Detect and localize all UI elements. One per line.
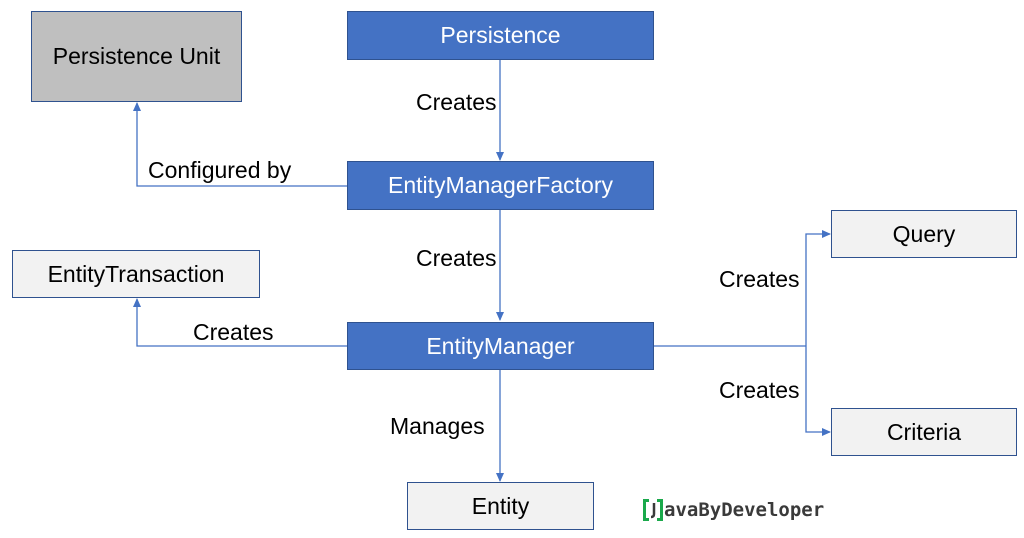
label-configured-by: Configured by bbox=[148, 157, 292, 183]
node-criteria: Criteria bbox=[831, 408, 1017, 456]
node-query-label: Query bbox=[892, 220, 956, 247]
node-entity-manager-factory: EntityManagerFactory bbox=[347, 161, 654, 210]
node-entity-manager-label: EntityManager bbox=[426, 332, 575, 359]
node-criteria-label: Criteria bbox=[886, 418, 962, 445]
label-persistence-creates: Creates bbox=[416, 89, 497, 115]
logo-text: avaByDeveloper bbox=[664, 499, 825, 521]
java-bracket-logo-icon bbox=[643, 499, 663, 521]
edge-branch-to-criteria bbox=[805, 346, 831, 436]
node-entity: Entity bbox=[407, 482, 594, 530]
label-criteria-creates: Creates bbox=[719, 377, 800, 403]
node-entity-transaction: EntityTransaction bbox=[12, 250, 260, 298]
node-persistence: Persistence bbox=[347, 11, 654, 60]
label-query-creates: Creates bbox=[719, 266, 800, 292]
edge-branch-to-query bbox=[805, 230, 831, 346]
label-transaction-creates: Creates bbox=[193, 319, 274, 345]
edge-emf-to-persistence-unit bbox=[133, 102, 347, 187]
node-query: Query bbox=[831, 210, 1017, 258]
label-manages: Manages bbox=[390, 413, 485, 439]
label-emf-creates: Creates bbox=[416, 245, 497, 271]
node-persistence-label: Persistence bbox=[440, 22, 561, 49]
node-entity-manager-factory-label: EntityManagerFactory bbox=[388, 172, 613, 199]
node-entity-manager: EntityManager bbox=[347, 322, 654, 370]
node-entity-label: Entity bbox=[471, 492, 530, 519]
node-persistence-unit: Persistence Unit bbox=[31, 11, 242, 102]
node-entity-transaction-label: EntityTransaction bbox=[47, 260, 225, 287]
edge-em-to-transaction bbox=[133, 298, 347, 347]
node-persistence-unit-label: Persistence Unit bbox=[52, 43, 221, 70]
javabydeveloper-logo: avaByDeveloper bbox=[640, 496, 824, 524]
